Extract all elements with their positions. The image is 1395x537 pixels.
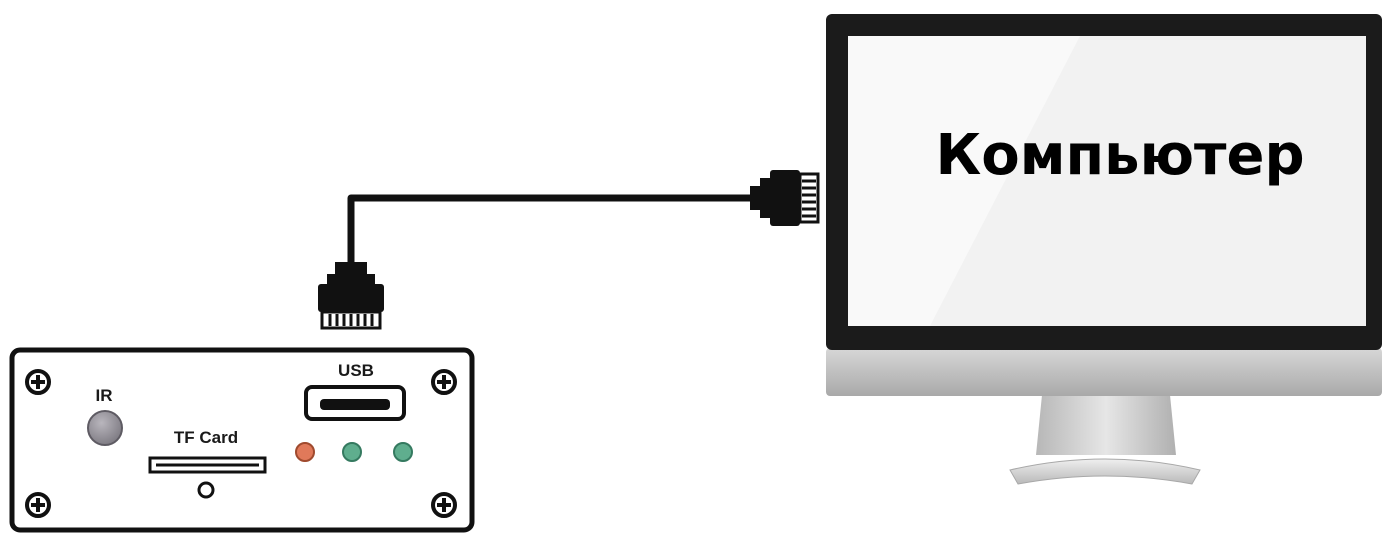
device-front-panel: IR TF Card USB: [9, 347, 475, 533]
screw-icon: [25, 492, 51, 518]
device-side-plug: [318, 262, 384, 330]
ir-label: IR: [96, 386, 113, 405]
screw-icon: [431, 369, 457, 395]
screw-icon: [25, 369, 51, 395]
screw-icon: [431, 492, 457, 518]
computer-side-plug: [750, 170, 820, 226]
usb-label: USB: [338, 361, 374, 380]
panel-frame: [9, 347, 475, 533]
status-led-icon: [342, 442, 362, 462]
cable-wire: [347, 194, 760, 262]
tf-card-label: TF Card: [174, 428, 238, 447]
usb-cable: [318, 170, 820, 330]
monitor-stand-base: [1009, 458, 1201, 485]
screen-label: Компьютер: [935, 123, 1304, 188]
status-led-icon: [295, 442, 315, 462]
computer-monitor: Компьютер: [826, 14, 1382, 485]
ir-sensor-icon: [87, 410, 123, 446]
monitor-stand-neck: [1036, 395, 1176, 455]
status-led-icon: [393, 442, 413, 462]
monitor-chin: [826, 348, 1382, 396]
reset-hole-icon: [197, 481, 215, 499]
